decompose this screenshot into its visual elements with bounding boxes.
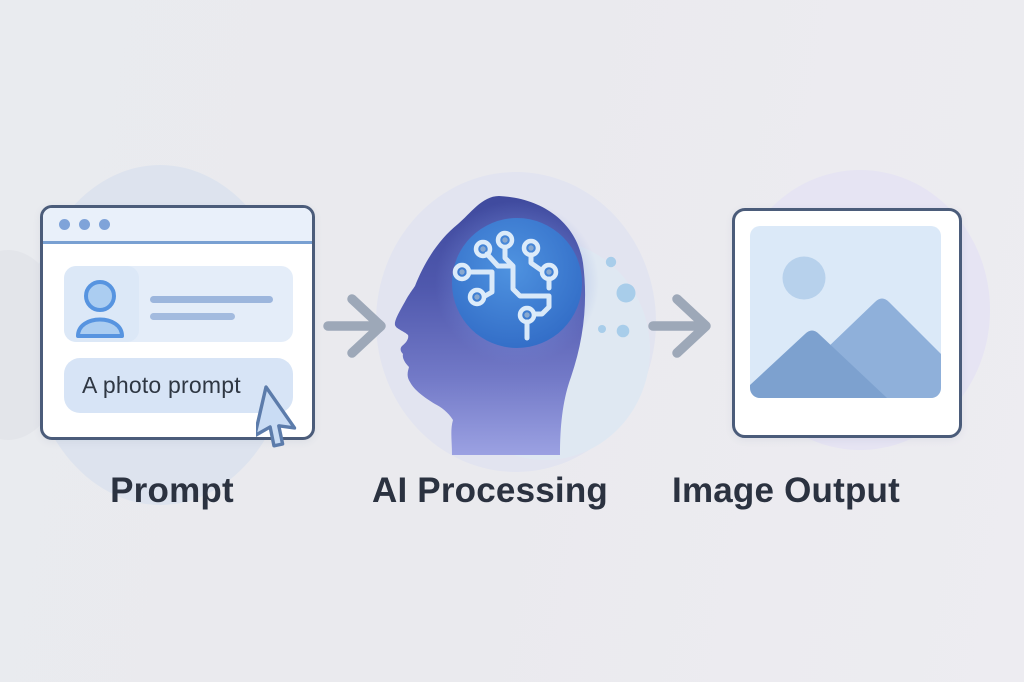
placeholder-text-line — [150, 296, 273, 303]
circuit-nodes — [452, 230, 559, 325]
user-avatar-icon — [76, 280, 124, 338]
window-control-dot — [99, 219, 110, 230]
arrow-right-icon — [323, 294, 386, 358]
ai-brain-icon — [452, 218, 582, 348]
step-label-ai-processing: AI Processing — [371, 471, 608, 510]
ai-head-silhouette — [394, 196, 599, 455]
arrow-right-icon — [648, 294, 711, 358]
avatar-panel — [64, 266, 139, 342]
mountain-sun-image-icon — [750, 256, 941, 398]
decorative-dots — [598, 256, 636, 338]
circuit-icon — [466, 245, 552, 341]
prompt-input-illustration: A photo prompt — [64, 358, 293, 413]
mountain-small — [750, 330, 887, 398]
sun-icon — [782, 256, 826, 300]
window-control-dot — [79, 219, 90, 230]
window-control-dot — [59, 219, 70, 230]
step-label-image-output: Image Output — [672, 471, 900, 510]
step-label-prompt: Prompt — [110, 471, 234, 510]
prompt-text: A photo prompt — [82, 372, 241, 398]
image-output-frame — [732, 208, 962, 438]
user-message-card — [64, 266, 293, 342]
placeholder-text-line — [150, 313, 235, 320]
cursor-pointer-icon — [256, 385, 297, 448]
image-placeholder — [750, 226, 941, 398]
window-titlebar — [43, 208, 312, 244]
